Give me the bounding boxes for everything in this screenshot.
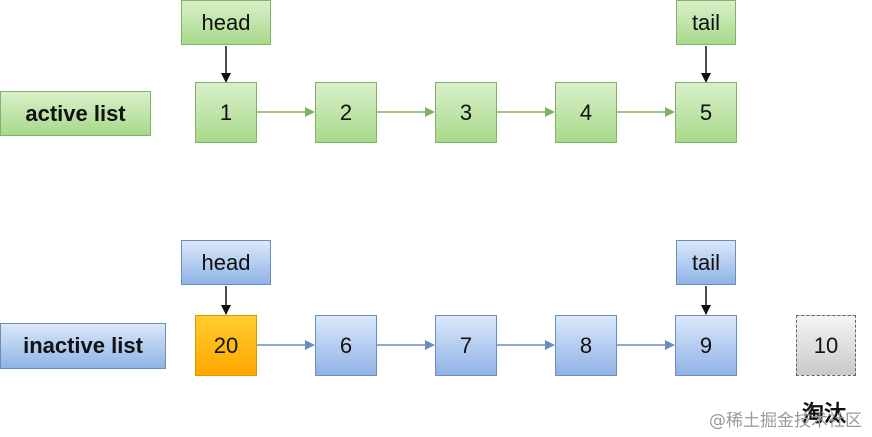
active-node: 4: [555, 82, 617, 143]
inactive-node: 9: [675, 315, 737, 376]
inactive-node-value: 9: [699, 332, 713, 358]
inactive-list-label-box: inactive list: [0, 323, 166, 369]
active-node-value: 2: [339, 99, 353, 125]
inactive-node-value: 20: [213, 332, 239, 358]
active-node: 1: [195, 82, 257, 143]
active-head-label-box: head: [181, 0, 271, 45]
watermark: @稀土掘金技术社区: [709, 411, 862, 431]
inactive-node-value: 8: [579, 332, 593, 358]
active-node: 3: [435, 82, 497, 143]
active-tail-label-box: tail: [676, 0, 736, 45]
active-node-value: 4: [579, 99, 593, 125]
evicted-caption: 淘汰: [802, 402, 847, 427]
inactive-node-value: 7: [459, 332, 473, 358]
active-list-label-box: active list: [0, 91, 151, 136]
active-node-value: 1: [219, 99, 233, 125]
inactive-head-node: 20: [195, 315, 257, 376]
inactive-head-label: head: [201, 249, 251, 275]
evicted-node: 10: [796, 315, 856, 376]
active-tail-label: tail: [691, 9, 721, 35]
inactive-tail-label: tail: [691, 249, 721, 275]
inactive-node-value: 6: [339, 332, 353, 358]
inactive-head-label-box: head: [181, 240, 271, 285]
active-node-value: 3: [459, 99, 473, 125]
evicted-node-value: 10: [813, 332, 839, 358]
active-list-label: active list: [25, 100, 126, 126]
active-node: 5: [675, 82, 737, 143]
inactive-node: 6: [315, 315, 377, 376]
inactive-tail-label-box: tail: [676, 240, 736, 285]
inactive-node: 8: [555, 315, 617, 376]
inactive-node: 7: [435, 315, 497, 376]
inactive-list-label: inactive list: [23, 333, 143, 358]
active-node: 2: [315, 82, 377, 143]
active-node-value: 5: [699, 99, 713, 125]
active-head-label: head: [201, 9, 251, 35]
